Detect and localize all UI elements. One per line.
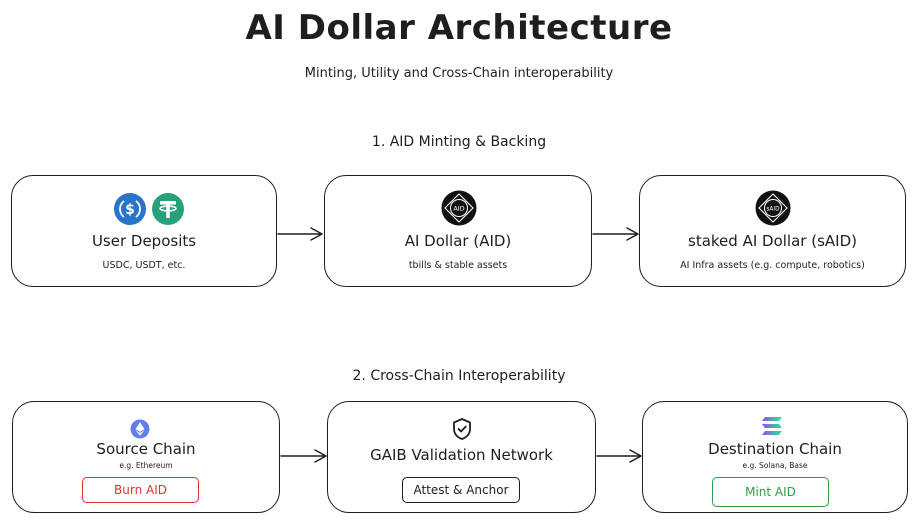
node-subtitle: tbills & stable assets	[408, 260, 508, 271]
node-title: staked AI Dollar (sAID)	[688, 232, 857, 250]
solana-icon	[762, 417, 782, 435]
node-destination-chain: Destination Chain e.g. Solana, Base Mint…	[642, 401, 908, 513]
node-user-deposits: $ User Deposits USDC, USDT, etc.	[11, 175, 277, 287]
node-subtitle: e.g. Solana, Base	[742, 461, 808, 470]
diagram-title: AI Dollar Architecture	[245, 8, 673, 48]
aid-coin-icon: AID	[441, 190, 477, 226]
usdt-icon	[152, 193, 184, 225]
node-ai-dollar: AID AI Dollar (AID) tbills & stable asse…	[324, 175, 592, 287]
node-title: GAIB Validation Network	[370, 446, 553, 464]
usdc-icon: $	[114, 193, 146, 225]
said-coin-icon: sAID	[755, 190, 791, 226]
ethereum-icon	[130, 419, 150, 439]
svg-text:$: $	[125, 202, 135, 218]
mint-aid-action: Mint AID	[712, 477, 829, 507]
arrow-validation-to-destination	[596, 449, 642, 463]
attest-anchor-action: Attest & Anchor	[402, 477, 520, 503]
node-title: User Deposits	[91, 232, 197, 250]
arrow-source-to-validation	[280, 449, 327, 463]
node-subtitle: AI Infra assets (e.g. compute, robotics)	[680, 260, 865, 271]
node-title: Destination Chain	[708, 440, 842, 458]
arrow-deposits-to-aid	[277, 227, 323, 241]
section-heading-interop: 2. Cross-Chain Interoperability	[352, 368, 566, 384]
node-subtitle: USDC, USDT, etc.	[102, 260, 186, 271]
node-gaib-validation-network: GAIB Validation Network Attest & Anchor	[327, 401, 596, 513]
shield-check-icon	[453, 418, 471, 440]
node-title: AI Dollar (AID)	[404, 232, 512, 250]
node-subtitle: e.g. Ethereum	[119, 461, 173, 470]
arrow-aid-to-said	[592, 227, 639, 241]
burn-aid-action: Burn AID	[82, 477, 199, 503]
node-title: Source Chain	[96, 440, 196, 458]
section-heading-minting: 1. AID Minting & Backing	[371, 134, 547, 150]
node-staked-ai-dollar: sAID staked AI Dollar (sAID) AI Infra as…	[639, 175, 906, 287]
node-source-chain: Source Chain e.g. Ethereum Burn AID	[12, 401, 280, 513]
aid-badge-text: AID	[453, 205, 464, 213]
diagram-subtitle: Minting, Utility and Cross-Chain interop…	[304, 66, 614, 81]
said-badge-text: sAID	[766, 207, 780, 213]
